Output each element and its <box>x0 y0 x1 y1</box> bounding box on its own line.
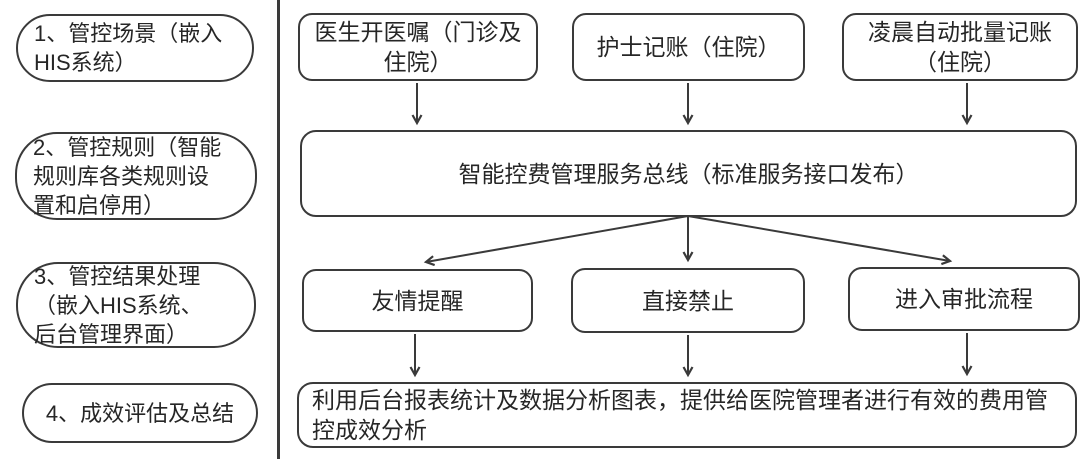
node-nurse-billing: 护士记账（住院） <box>572 13 805 81</box>
node-doctor-orders: 医生开医嘱（门诊及 住院） <box>298 13 538 81</box>
node-nurse-billing-label: 护士记账（住院） <box>596 34 781 60</box>
phase-item-4-label: 4、成效评估及总结 <box>45 400 235 426</box>
node-service-bus: 智能控费管理服务总线（标准服务接口发布） <box>300 130 1077 217</box>
node-auto-batch-billing-label: 凌晨自动批量记账 （住院） <box>868 19 1052 75</box>
node-auto-batch-billing: 凌晨自动批量记账 （住院） <box>842 13 1078 81</box>
phase-item-3: 3、管控结果处理 （嵌入HIS系统、 后台管理界面） <box>16 262 256 348</box>
phase-item-1: 1、管控场景（嵌入 HIS系统） <box>16 14 254 82</box>
arrow-bus-to-reminder <box>423 215 689 267</box>
node-summary-analysis: 利用后台报表统计及数据分析图表，提供给医院管理者进行有效的费用管 控成效分析 <box>297 382 1077 448</box>
node-approval-flow: 进入审批流程 <box>848 267 1080 331</box>
node-direct-block-label: 直接禁止 <box>642 287 734 314</box>
node-approval-flow-label: 进入审批流程 <box>895 286 1033 312</box>
phase-item-4: 4、成效评估及总结 <box>22 383 258 443</box>
phase-item-2: 2、管控规则（智能 规则库各类规则设 置和启停用） <box>15 132 257 220</box>
node-service-bus-label: 智能控费管理服务总线（标准服务接口发布） <box>458 160 919 187</box>
arrow-bus-to-approval <box>687 215 953 266</box>
node-friendly-reminder-label: 友情提醒 <box>371 287 464 314</box>
phase-item-1-label: 1、管控场景（嵌入 HIS系统） <box>34 21 223 75</box>
node-summary-analysis-label: 利用后台报表统计及数据分析图表，提供给医院管理者进行有效的费用管 控成效分析 <box>312 387 1048 443</box>
node-friendly-reminder: 友情提醒 <box>302 269 533 332</box>
panel-divider <box>277 0 280 459</box>
phase-item-2-label: 2、管控规则（智能 规则库各类规则设 置和启停用） <box>33 134 222 218</box>
phase-item-3-label: 3、管控结果处理 （嵌入HIS系统、 后台管理界面） <box>34 263 203 347</box>
node-direct-block: 直接禁止 <box>571 268 805 333</box>
node-doctor-orders-label: 医生开医嘱（门诊及 住院） <box>314 19 522 75</box>
